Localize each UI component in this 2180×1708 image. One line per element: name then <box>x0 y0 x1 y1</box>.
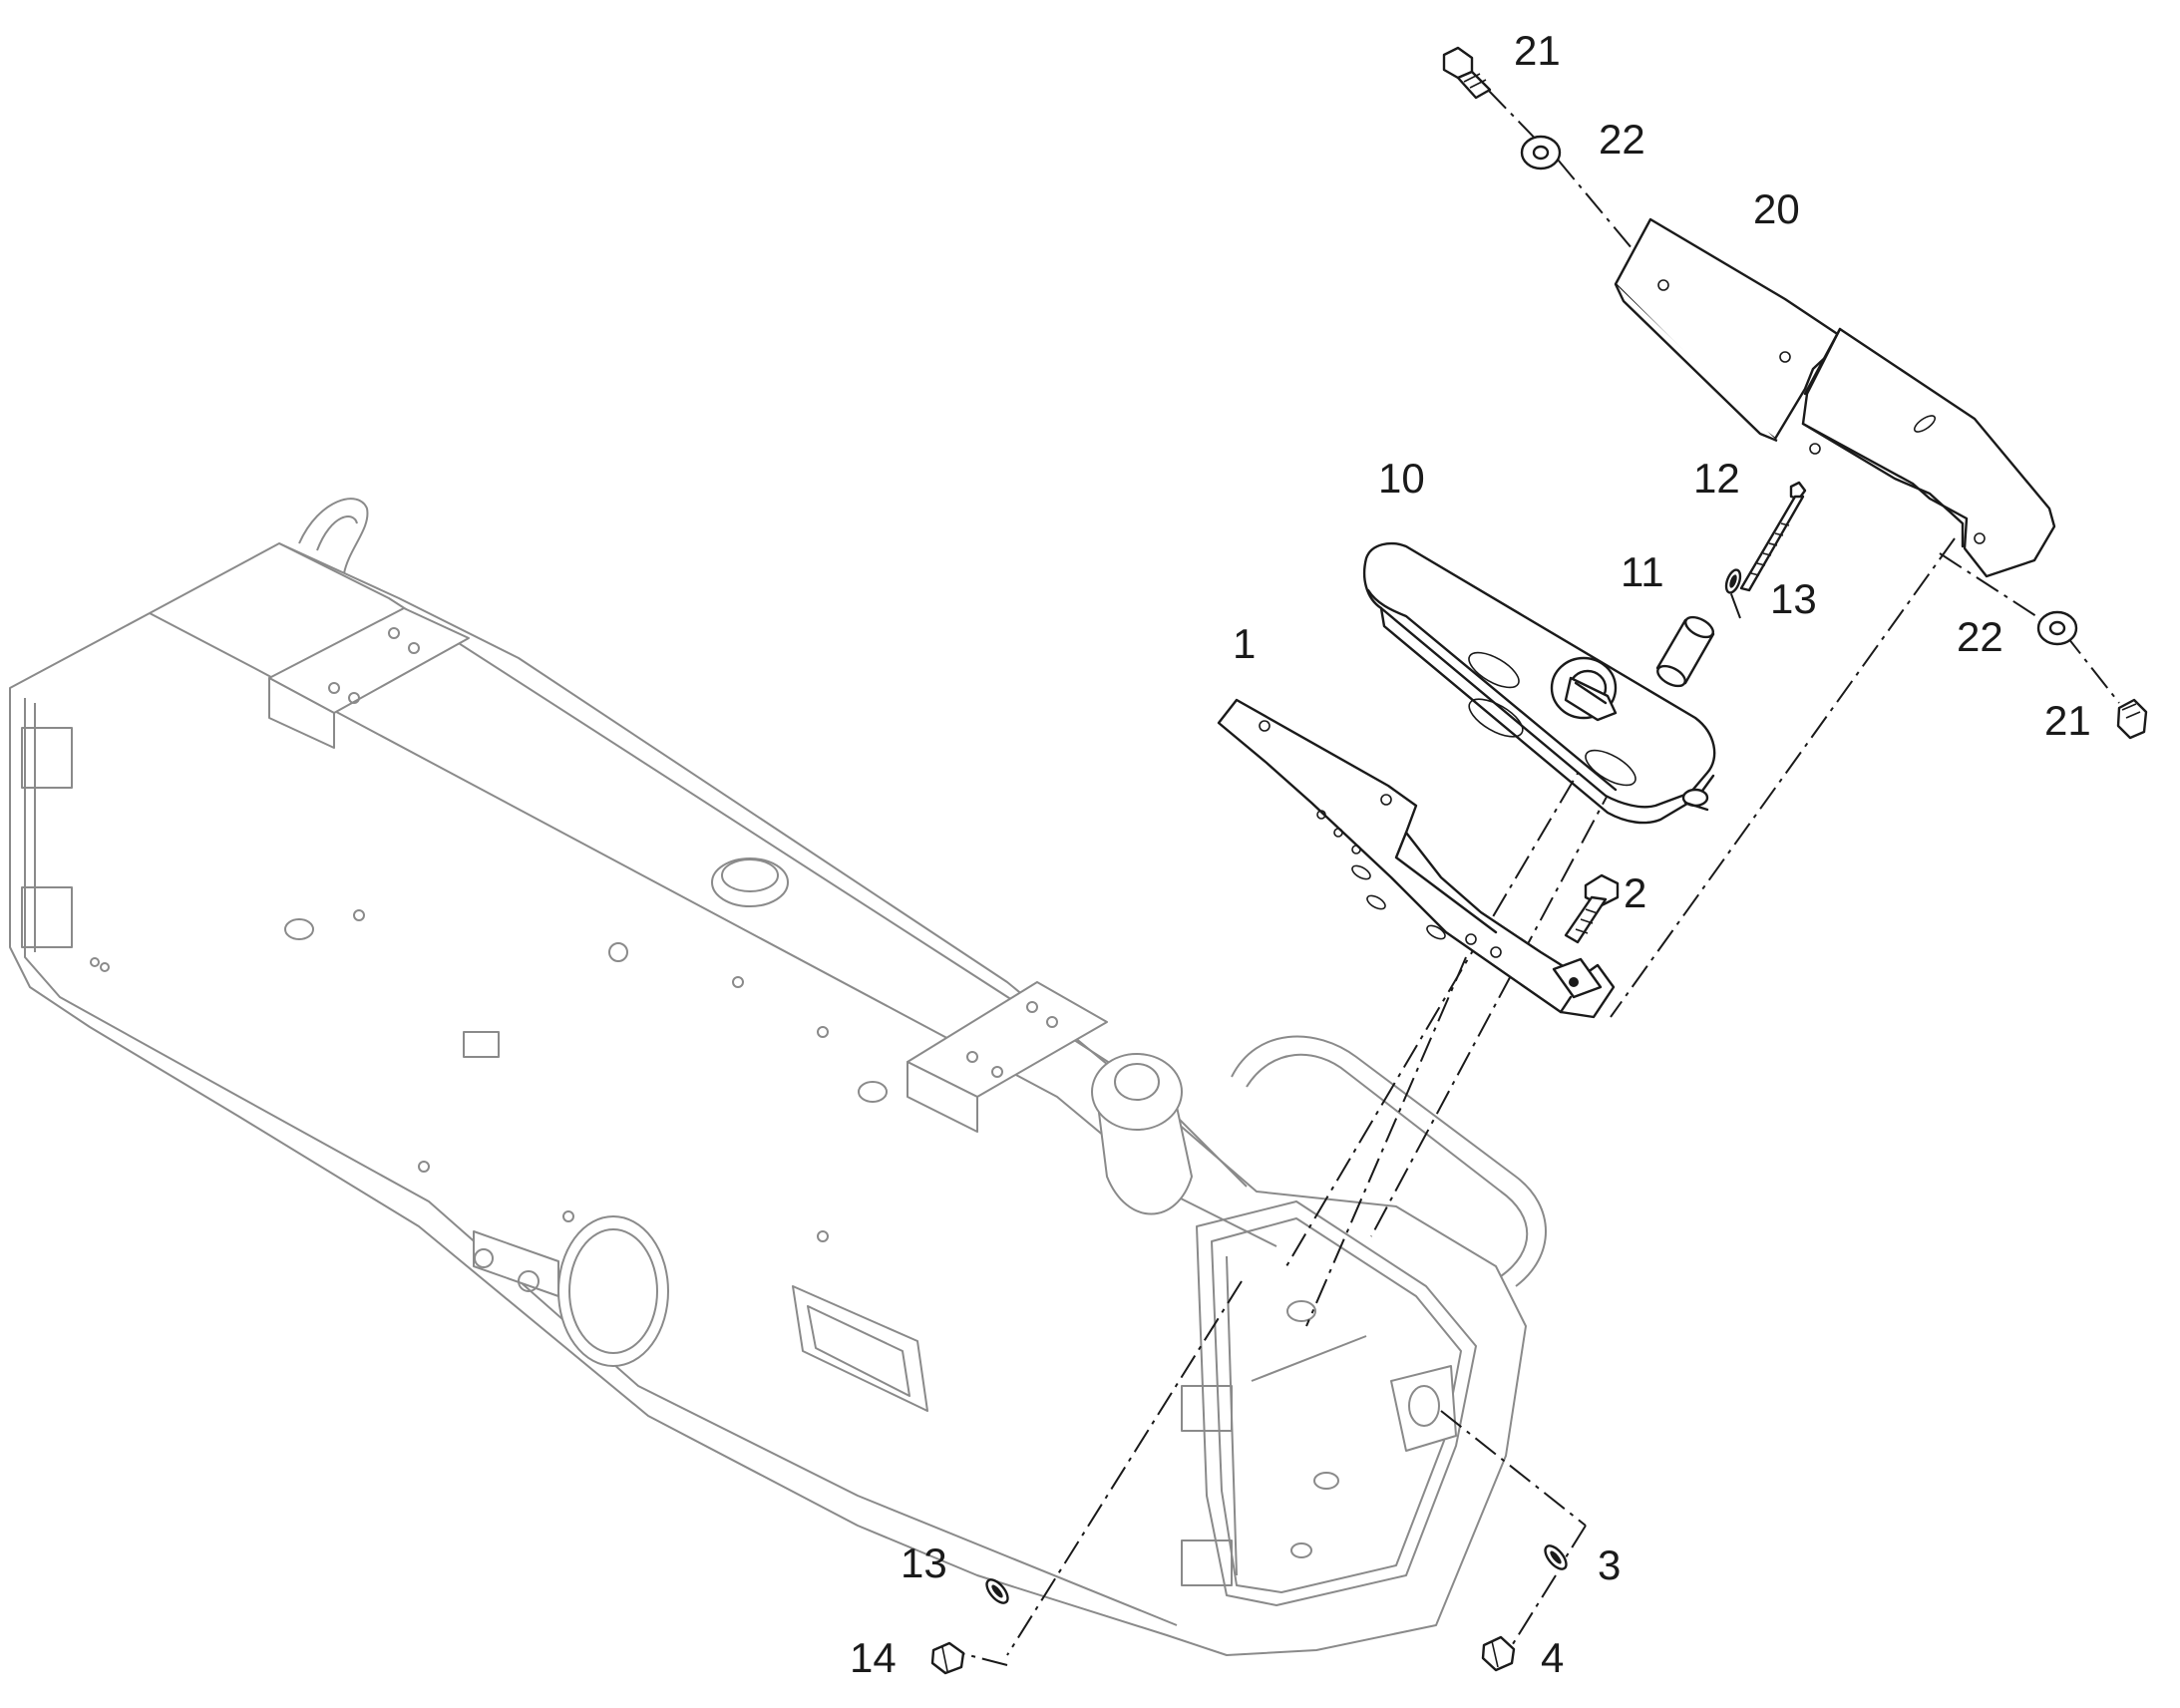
assembly-lines <box>948 89 2120 1666</box>
part-4-nut <box>1481 1635 1516 1672</box>
callout-13-upper: 13 <box>1770 575 1817 622</box>
part-13-washer-lower <box>985 1578 1009 1604</box>
part-22-washer-top <box>1520 135 1562 171</box>
machine-body <box>9 498 1547 1656</box>
callout-2: 2 <box>1624 869 1646 916</box>
callout-4: 4 <box>1541 1634 1564 1681</box>
callout-1: 1 <box>1233 620 1256 667</box>
part-3-washer <box>1544 1544 1568 1570</box>
part-22-washer-right <box>2036 610 2078 646</box>
callout-21-right: 21 <box>2044 697 2091 744</box>
part-2-bolt <box>1564 873 1620 944</box>
part-21-bolt-top <box>1442 46 1492 100</box>
callout-10: 10 <box>1378 455 1425 502</box>
callout-22-top: 22 <box>1599 116 1645 163</box>
part-20-cover <box>1614 217 2056 578</box>
callout-13-lower: 13 <box>901 1539 947 1586</box>
part-14-nut <box>930 1641 965 1675</box>
callout-20: 20 <box>1753 185 1800 232</box>
callout-21-top: 21 <box>1514 27 1561 74</box>
callout-3: 3 <box>1598 1541 1621 1588</box>
part-12-long-bolt <box>1739 481 1807 592</box>
part-21-bolt-right <box>2116 698 2148 740</box>
callout-14: 14 <box>850 1634 897 1681</box>
callout-12: 12 <box>1693 455 1740 502</box>
callout-labels: 21 22 20 10 12 11 13 22 1 21 2 13 3 14 4 <box>850 27 2091 1681</box>
part-13-washer-upper <box>1724 568 1742 594</box>
part-1-bracket <box>1217 698 1616 1019</box>
callout-22-right: 22 <box>1957 613 2003 660</box>
part-11-spacer <box>1655 615 1715 688</box>
callout-11: 11 <box>1621 548 1664 595</box>
part-10-housing <box>1362 542 1716 825</box>
